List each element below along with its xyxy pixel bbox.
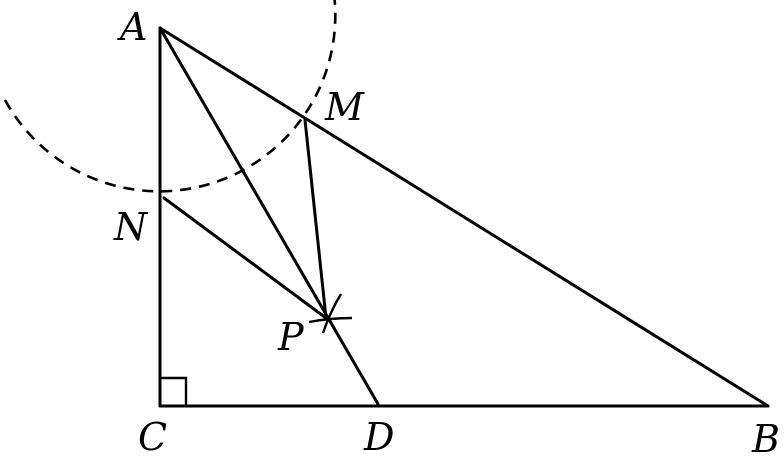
arc-mark-at-P-2 [321,293,343,334]
segment-PN [162,196,328,320]
compass-arc-centered-at-A [3,0,337,193]
label-P: P [277,315,305,359]
label-N: N [113,205,149,249]
label-B: B [751,417,780,456]
segment-AB [158,26,770,408]
right-angle-mark-C [160,376,188,406]
label-M: M [324,85,365,129]
label-C: C [138,415,167,456]
segment-PM [303,118,328,320]
segment-AD [158,26,380,406]
label-A: A [117,5,147,49]
label-D: D [363,415,394,456]
arc-mark-at-P-1 [308,316,353,324]
